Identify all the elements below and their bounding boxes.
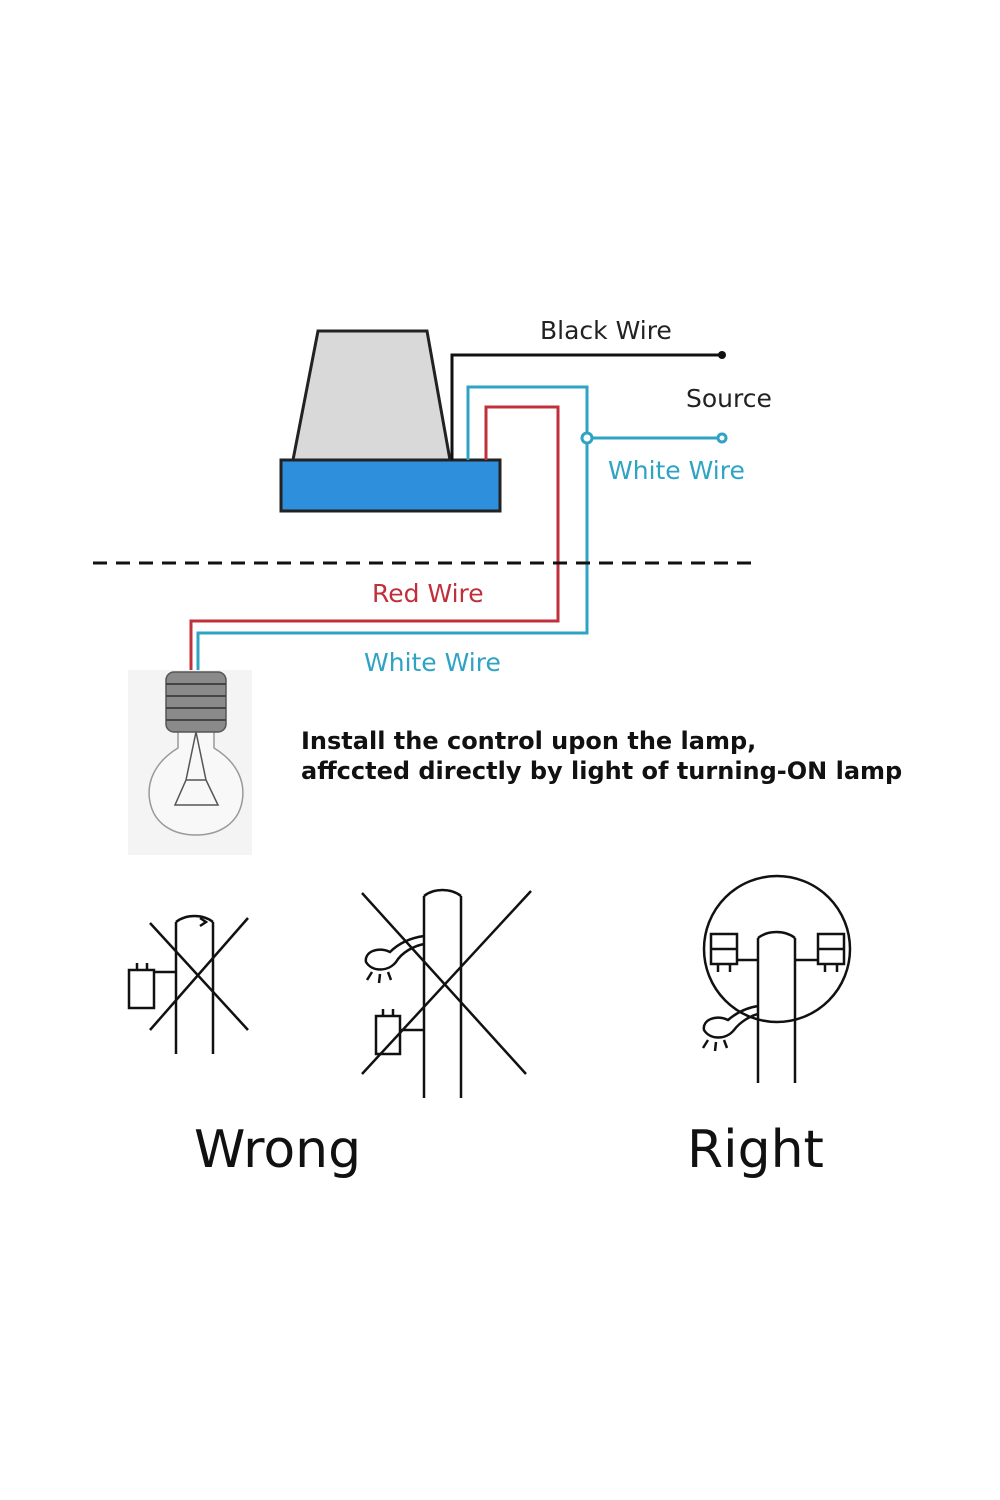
instruction-line-1: Install the control upon the lamp, [301, 727, 757, 755]
cross-mark-icon [149, 922, 249, 1031]
white-wire-junction [580, 431, 594, 445]
right-example [701, 874, 852, 1083]
source-label: Source [686, 384, 772, 413]
wrong-example-2 [361, 888, 532, 1098]
white-wire-label-bottom: White Wire [364, 648, 501, 677]
red-wire-label: Red Wire [372, 579, 484, 608]
black-wire-label: Black Wire [540, 316, 672, 345]
black-wire [450, 353, 722, 460]
lamp-icon [364, 934, 425, 971]
black-wire-terminal [718, 351, 726, 359]
red-wire [189, 405, 560, 670]
photocell-sensor-icon [279, 329, 502, 513]
white-wire-label-top: White Wire [608, 456, 745, 485]
wrong-label: Wrong [194, 1120, 362, 1180]
white-wire-terminal [716, 432, 728, 444]
lamp-icon [702, 1004, 759, 1039]
right-label: Right [687, 1120, 824, 1180]
circle-highlight-icon [702, 874, 852, 1024]
light-bulb-icon [128, 670, 252, 855]
installation-instruction: Install the control upon the lamp, affcc… [301, 726, 902, 786]
instruction-line-2: affccted directly by light of turning-ON… [301, 757, 903, 785]
white-wire [196, 385, 589, 670]
wrong-example-1 [127, 914, 249, 1054]
